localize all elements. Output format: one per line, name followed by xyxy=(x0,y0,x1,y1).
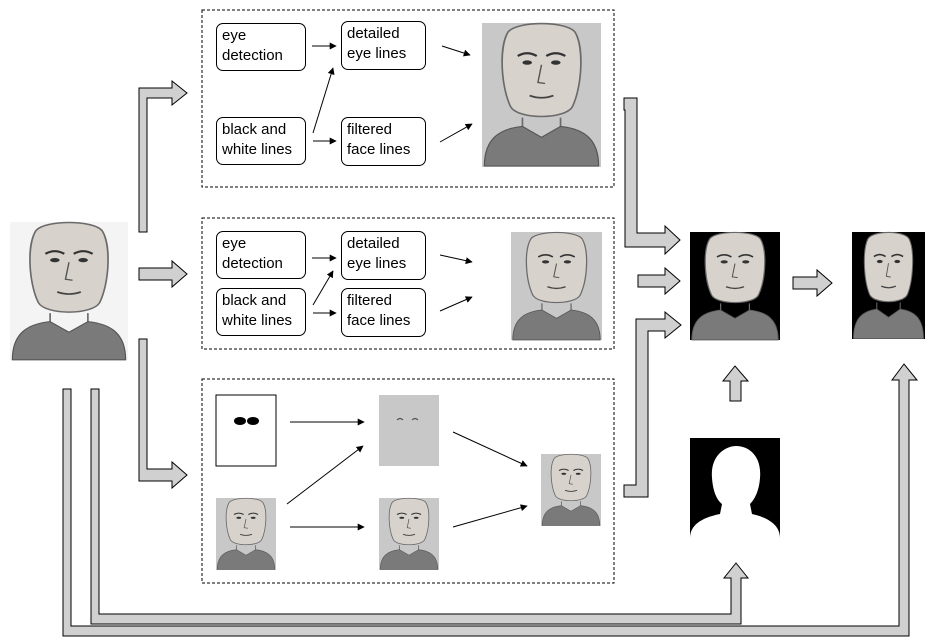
stage3-arrows xyxy=(286,418,528,531)
stage1-bw-lines-line2: white lines xyxy=(222,141,293,158)
stage1-eye-detection-line1: eye xyxy=(222,27,247,44)
stage2-bw-lines-line1: black and xyxy=(222,292,287,309)
stage2-eye-detection-line1: eye xyxy=(222,235,247,252)
stage1-detailed-eye-lines-line1: detailed xyxy=(347,25,400,42)
silhouette-mask xyxy=(690,438,780,538)
stage3-input-sketch xyxy=(216,497,276,571)
stage2-panel xyxy=(201,217,615,350)
stage1-bw-lines-box: black and white lines xyxy=(216,117,306,165)
stage1-arrows xyxy=(312,42,473,145)
input-photo xyxy=(10,221,128,361)
flow-arrows xyxy=(62,79,919,637)
stage3-eye-mask xyxy=(215,394,277,467)
stage2-bw-lines-line2: white lines xyxy=(222,312,293,329)
stage1-filtered-face-lines-box: filtered face lines xyxy=(341,117,426,166)
stage1-filtered-face-lines-line1: filtered xyxy=(347,121,393,138)
stage1-eye-detection-box: eye detection xyxy=(216,23,306,71)
stage3-eye-lines xyxy=(379,395,439,466)
stage1-panel xyxy=(201,9,615,188)
final-output xyxy=(852,231,925,340)
stage2-detailed-eye-lines-line1: detailed xyxy=(347,235,400,252)
stage2-arrows xyxy=(312,254,473,317)
stage1-detailed-eye-lines-line2: eye lines xyxy=(347,45,407,62)
stage2-filtered-face-lines-line1: filtered xyxy=(347,292,393,309)
stage1-eye-detection-line2: detection xyxy=(222,47,283,64)
stage1-filtered-face-lines-line2: face lines xyxy=(347,141,411,158)
stage2-eye-detection-box: eye detection xyxy=(216,231,306,279)
stage1-sketch xyxy=(482,22,601,168)
stage2-eye-detection-line2: detection xyxy=(222,255,283,272)
stage2-filtered-face-lines-box: filtered face lines xyxy=(341,288,426,337)
stage3-output-sketch xyxy=(541,453,601,527)
stage3-panel xyxy=(201,378,615,584)
stage1-bw-lines-line1: black and xyxy=(222,121,287,138)
stage2-sketch xyxy=(511,231,602,341)
stage1-detailed-eye-lines-box: detailed eye lines xyxy=(341,21,426,70)
stage2-bw-lines-box: black and white lines xyxy=(216,288,306,336)
combined-image xyxy=(690,231,780,341)
stage3-face-sketch xyxy=(379,497,439,571)
stage2-detailed-eye-lines-box: detailed eye lines xyxy=(341,231,426,280)
stage2-filtered-face-lines-line2: face lines xyxy=(347,312,411,329)
stage2-detailed-eye-lines-line2: eye lines xyxy=(347,255,407,272)
